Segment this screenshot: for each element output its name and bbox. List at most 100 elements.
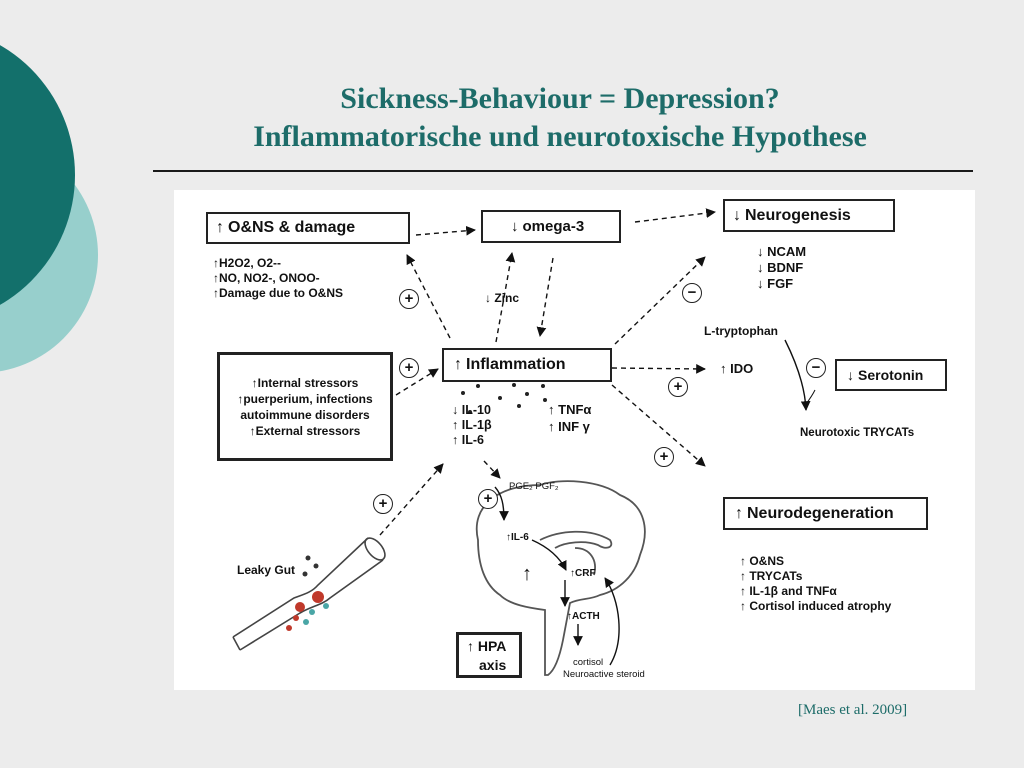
up-arrow-icon: ↑	[548, 402, 555, 417]
up-arrow-icon: ↑	[740, 599, 746, 613]
hpa-axis-box: ↑ HPA axis	[456, 632, 522, 678]
slide-title-line1: Sickness-Behaviour = Depression?	[340, 82, 780, 115]
cytokines-left: ↓ IL-10 ↑ IL-1β ↑ IL-6	[452, 403, 492, 448]
plus-sign-stressors: +	[399, 358, 419, 378]
neurodegeneration-label: Neurodegeneration	[747, 505, 894, 522]
ncam-text: NCAM	[767, 244, 807, 259]
up-arrow-icon: ↑	[570, 568, 575, 579]
cytokine-dots	[461, 383, 547, 414]
axis-text: axis	[479, 657, 507, 673]
minus-sign-neurogenesis: −	[682, 283, 702, 303]
il1b-text: IL-1β	[461, 418, 492, 432]
cytokines-right: ↑ TNFα ↑ INF γ	[548, 401, 591, 435]
omega-to-inflammation-arrow	[536, 257, 554, 337]
up-arrow-icon: ↑	[567, 611, 572, 622]
omega3-box: ↓omega-3	[481, 210, 621, 243]
ido-label: ↑ IDO	[720, 361, 753, 376]
inflammation-box: ↑Inflammation	[442, 348, 612, 382]
inflammation-to-omega-arrow	[495, 252, 516, 343]
down-arrow-icon: ↓	[757, 276, 764, 291]
plus-sign-gut: +	[373, 494, 393, 514]
minus-sign-serotonin: −	[806, 358, 826, 378]
gut-to-inflammation-arrow	[379, 463, 444, 536]
leaky-gut-label: Leaky Gut	[237, 563, 296, 577]
down-arrow-icon: ↓	[757, 244, 764, 259]
tnfa-text: TNFα	[558, 402, 592, 417]
brain-big-up-arrow: ↑	[522, 563, 532, 585]
up-arrow-icon: ↑	[740, 584, 746, 598]
neurogenesis-box: ↓Neurogenesis	[723, 199, 895, 232]
gut-particles	[286, 555, 329, 631]
up-arrow-icon: ↑	[237, 392, 244, 406]
up-arrow-icon: ↑	[735, 505, 743, 522]
trycats-label: Neurotoxic TRYCATs	[800, 427, 915, 439]
brain-il6-label: ↑IL-6	[506, 530, 529, 545]
cortisol-label: cortisol	[573, 657, 604, 668]
pge-to-il6-arrow	[494, 486, 509, 521]
neurogenesis-label: Neurogenesis	[745, 207, 851, 224]
il6-text: IL-6	[461, 433, 484, 447]
down-arrow-icon: ↓	[511, 218, 519, 235]
onds-item-2: NO, NO2-, ONOO-	[219, 271, 320, 285]
inflammation-to-neurodegeneration-arrow	[611, 384, 706, 467]
tryptophan-to-trycats-arrow	[784, 339, 811, 411]
down-arrow-icon: ↓	[485, 291, 491, 305]
zinc-text: Zinc	[494, 291, 520, 305]
infg-text: INF γ	[558, 419, 590, 434]
zinc-label: ↓ Zinc	[485, 291, 519, 306]
up-arrow-icon: ↑	[467, 638, 474, 654]
neurogenesis-list: ↓ NCAM ↓ BDNF ↓ FGF	[757, 244, 806, 292]
onds-damage-label: O&NS & damage	[228, 219, 356, 236]
up-arrow-icon: ↑	[452, 433, 459, 447]
inflammation-label: Inflammation	[466, 356, 566, 373]
stressors-box: ↑Internal stressors ↑puerperium, infecti…	[217, 352, 393, 461]
brain-drawing	[475, 480, 646, 676]
stressor-item-2: puerperium, infections	[243, 392, 373, 406]
brain-il6-text: IL-6	[511, 532, 529, 543]
dark-teal-circle	[0, 45, 75, 305]
onds-list: ↑H2O2, O2-- ↑NO, NO2-, ONOO- ↑Damage due…	[213, 256, 343, 301]
up-arrow-icon: ↑	[740, 554, 746, 568]
down-arrow-icon: ↓	[733, 207, 741, 224]
inflammation-to-onds-arrow	[406, 254, 451, 339]
nd-item-3: IL-1β and TNFα	[749, 584, 837, 598]
nd-item-4: Cortisol induced atrophy	[749, 599, 892, 613]
hpa-text: HPA	[477, 638, 507, 654]
nd-item-2: TRYCATs	[749, 569, 803, 583]
up-arrow-icon: ↑	[506, 532, 511, 543]
down-arrow-icon: ↓	[847, 367, 854, 383]
slide-title-line2: Inflammatorische und neurotoxische Hypot…	[253, 120, 867, 153]
citation: [Maes et al. 2009]	[798, 702, 908, 718]
stressor-item-4: External stressors	[255, 424, 361, 438]
up-arrow-icon: ↑	[213, 286, 219, 300]
acth-text: ACTH	[572, 611, 600, 622]
down-arrow-icon: ↓	[452, 403, 459, 417]
neurodegeneration-list: ↑ O&NS ↑ TRYCATs ↑ IL-1β and TNFα ↑ Cort…	[740, 554, 891, 614]
inflammation-to-brain-arrow	[483, 460, 501, 479]
up-arrow-icon: ↑	[213, 256, 219, 270]
stressor-item-3: autoimmune disorders	[240, 408, 370, 422]
plus-sign-brain: +	[478, 489, 498, 509]
bdnf-text: BDNF	[767, 260, 804, 275]
cortisol-feedback-arrow	[604, 577, 620, 666]
title-divider	[153, 170, 973, 172]
fgf-text: FGF	[767, 276, 794, 291]
tryptophan-label: L-tryptophan	[704, 324, 778, 338]
up-arrow-icon: ↑	[213, 271, 219, 285]
plus-sign-neurodegeneration: +	[654, 447, 674, 467]
il10-text: IL-10	[461, 403, 491, 417]
up-arrow-icon: ↑	[249, 424, 256, 438]
onds-to-omega-arrow	[415, 225, 476, 236]
up-arrow-icon: ↑	[216, 219, 224, 236]
up-arrow-icon: ↑	[454, 356, 462, 373]
pge-label: PGE₂ PGF₂	[509, 481, 559, 492]
plus-sign-onds: +	[399, 289, 419, 309]
up-arrow-icon: ↑	[548, 419, 555, 434]
inflammation-to-neurogenesis-arrow	[614, 256, 706, 345]
onds-damage-box: ↑O&NS & damage	[206, 212, 410, 244]
neuroactive-label: Neuroactive steroid	[563, 669, 645, 680]
crf-label: ↑CRF	[570, 566, 596, 581]
up-arrow-icon: ↑	[740, 569, 746, 583]
ido-branch-line	[805, 389, 816, 405]
